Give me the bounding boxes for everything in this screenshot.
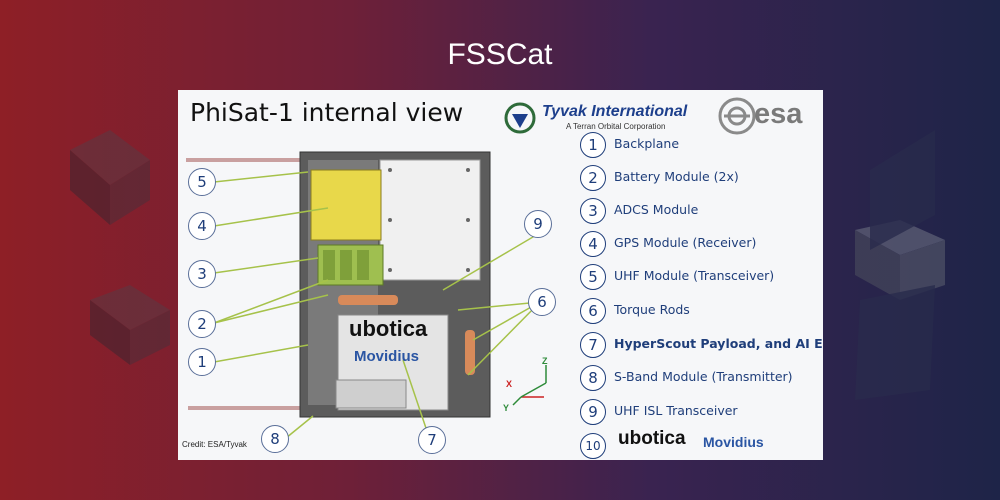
legend-item-backplane: 1 Backplane [578,132,823,158]
callout-4: 4 [188,212,216,240]
legend-item-torque-rods: 6 Torque Rods [578,298,823,324]
legend-label: Torque Rods [614,302,690,317]
callout-1: 1 [188,348,216,376]
legend-item-ai: 10 [578,433,823,459]
esa-wordmark: esa [754,98,803,130]
esa-logo: esa [718,96,822,136]
legend-number: 2 [580,165,606,191]
legend-number: 4 [580,231,606,257]
image-credit: Credit: ESA/Tyvak [182,440,247,449]
legend-item-adcs: 3 ADCS Module [578,198,823,224]
axis-y-label: Y [503,403,510,413]
axis-x-label: X [506,379,513,389]
tyvak-name: Tyvak International [542,103,688,120]
legend-number: 9 [580,399,606,425]
legend-item-battery: 2 Battery Module (2x) [578,165,823,191]
legend-label: S-Band Module (Transmitter) [614,369,793,384]
callout-2: 2 [188,310,216,338]
axis-z-label: Z [542,356,548,366]
slide-title: FSSCat [447,38,553,71]
legend-item-uhf-isl: 9 UHF ISL Transceiver [578,399,823,425]
legend-label: GPS Module (Receiver) [614,235,757,250]
uhf-antenna-bottom [188,406,303,410]
cubesat-left-bottom-icon [90,285,170,365]
legend-item-hyperscout: 7 HyperScout Payload, and AI Engine [578,332,823,358]
legend-label: UHF ISL Transceiver [614,403,738,418]
legend-label: Backplane [614,136,680,151]
s-band-module [335,379,407,409]
callout-leader-lines [213,171,541,441]
legend-item-gps: 4 GPS Module (Receiver) [578,231,823,257]
callout-8: 8 [261,425,289,453]
legend-label: UHF Module (Transceiver) [614,268,775,283]
tyvak-logo: Tyvak International A Terran Orbital Cor… [502,100,702,136]
esa-emblem-icon [718,97,756,135]
ubotica-logo-large: ubotica [349,316,428,341]
legend-label: ADCS Module [614,202,699,217]
legend-number: 7 [580,332,606,358]
torque-rod-vertical [465,330,475,375]
tyvak-subtitle: A Terran Orbital Corporation [566,122,666,131]
legend-item-uhf: 5 UHF Module (Transceiver) [578,264,823,290]
legend-label: HyperScout Payload, and AI Engine [614,336,823,351]
callout-3: 3 [188,260,216,288]
legend-number: 3 [580,198,606,224]
callout-6: 6 [528,288,556,316]
legend-item-s-band: 8 S-Band Module (Transmitter) [578,365,823,391]
ubotica-logo-small: ubotica [618,428,686,449]
panel-title: PhiSat-1 internal view [190,98,464,127]
callout-7: 7 [418,426,446,454]
side-panel [379,159,481,281]
cubesat-right-icon [855,130,945,400]
diagram-panel: PhiSat-1 internal view Tyvak Internation… [178,90,823,460]
movidius-logo-small: Movidius [703,434,764,450]
torque-rod-horizontal [338,295,398,305]
legend-number: 8 [580,365,606,391]
legend-number: 10 [580,433,606,459]
xyz-axes-icon [512,365,547,406]
legend-number: 1 [580,132,606,158]
legend-number: 5 [580,264,606,290]
callout-5: 5 [188,168,216,196]
callout-9: 9 [524,210,552,238]
satellite-internal-drawing [186,151,547,441]
gps-module [310,169,382,241]
uhf-antenna-top [186,158,304,162]
tyvak-emblem-icon [504,102,536,134]
legend-label: Battery Module (2x) [614,169,739,184]
cubesat-left-top-icon [70,130,150,225]
legend-number: 6 [580,298,606,324]
movidius-logo-large: Movidius [354,348,420,365]
